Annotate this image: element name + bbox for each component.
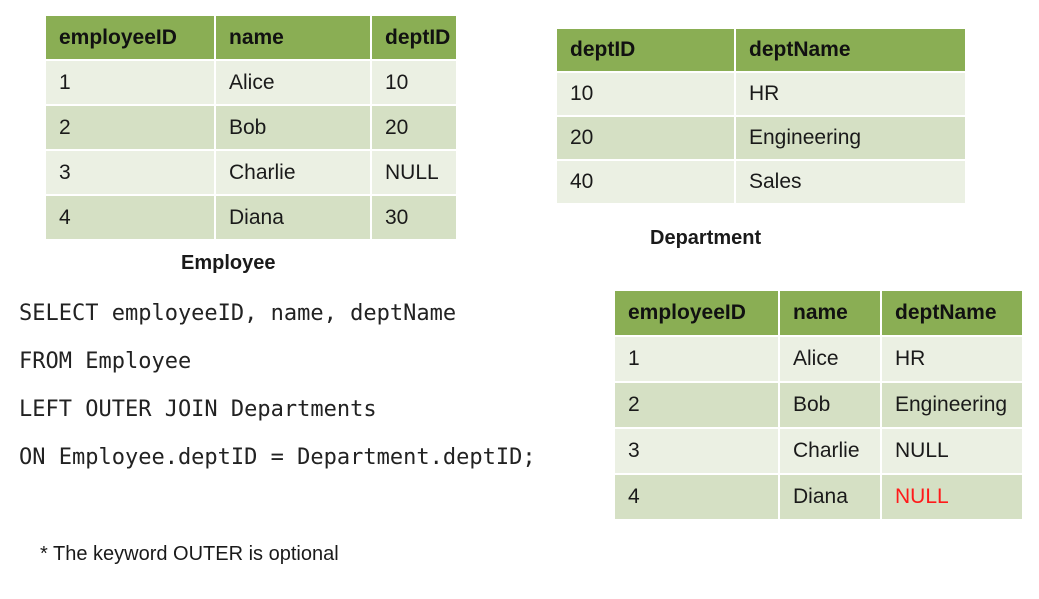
table-cell: HR <box>734 71 967 117</box>
table-cell: 4 <box>613 473 780 521</box>
column-header: deptID <box>555 27 736 73</box>
table-cell: 2 <box>613 381 780 429</box>
table-cell: Diana <box>778 473 882 521</box>
column-header: employeeID <box>613 289 780 337</box>
column-header: deptID <box>370 14 458 61</box>
department-table-caption: Department <box>650 227 762 249</box>
table-cell: 2 <box>44 104 216 151</box>
footnote: * The keyword OUTER is optional <box>40 543 339 565</box>
column-header: deptName <box>734 27 967 73</box>
table-cell: Alice <box>214 59 372 106</box>
table-cell: 10 <box>555 71 736 117</box>
table-cell: 10 <box>370 59 458 106</box>
table-row: 2 Bob Engineering <box>613 381 1024 429</box>
unmatched-null-cell: NULL <box>880 473 1024 521</box>
table-cell: Bob <box>214 104 372 151</box>
table-row: 2 Bob 20 <box>44 104 458 151</box>
table-row: 4 Diana NULL <box>613 473 1024 521</box>
table-row: 3 Charlie NULL <box>44 149 458 196</box>
table-cell: Alice <box>778 335 882 383</box>
table-cell: NULL <box>880 427 1024 475</box>
table-cell: Charlie <box>778 427 882 475</box>
table-cell: Bob <box>778 381 882 429</box>
table-cell: 40 <box>555 159 736 205</box>
table-cell: Engineering <box>880 381 1024 429</box>
table-cell: Sales <box>734 159 967 205</box>
table-cell: 1 <box>44 59 216 106</box>
employee-table-caption: Employee <box>181 252 276 274</box>
table-cell: 20 <box>555 115 736 161</box>
table-header-row: employeeID name deptName <box>613 289 1024 337</box>
table-cell: NULL <box>370 149 458 196</box>
column-header: name <box>214 14 372 61</box>
table-cell: 30 <box>370 194 458 241</box>
sql-line: ON Employee.deptID = Department.deptID; <box>19 445 536 470</box>
result-table: employeeID name deptName 1 Alice HR 2 Bo… <box>613 289 1024 521</box>
department-table: deptID deptName 10 HR 20 Engineering 40 … <box>555 27 967 205</box>
sql-line: FROM Employee <box>19 349 192 374</box>
table-header-row: employeeID name deptID <box>44 14 458 61</box>
table-cell: 1 <box>613 335 780 383</box>
table-cell: Charlie <box>214 149 372 196</box>
column-header: name <box>778 289 882 337</box>
table-row: 1 Alice HR <box>613 335 1024 383</box>
table-row: 10 HR <box>555 71 967 117</box>
table-cell: 3 <box>613 427 780 475</box>
sql-query: SELECT employeeID, name, deptName FROM E… <box>19 300 536 492</box>
table-header-row: deptID deptName <box>555 27 967 73</box>
table-cell: HR <box>880 335 1024 383</box>
table-cell: Engineering <box>734 115 967 161</box>
table-row: 1 Alice 10 <box>44 59 458 106</box>
employee-table: employeeID name deptID 1 Alice 10 2 Bob … <box>44 14 458 241</box>
table-cell: 4 <box>44 194 216 241</box>
sql-line: LEFT OUTER JOIN Departments <box>19 397 377 422</box>
table-cell: Diana <box>214 194 372 241</box>
table-cell: 20 <box>370 104 458 151</box>
column-header: employeeID <box>44 14 216 61</box>
sql-line: SELECT employeeID, name, deptName <box>19 301 457 326</box>
table-row: 20 Engineering <box>555 115 967 161</box>
table-row: 40 Sales <box>555 159 967 205</box>
table-row: 4 Diana 30 <box>44 194 458 241</box>
column-header: deptName <box>880 289 1024 337</box>
table-row: 3 Charlie NULL <box>613 427 1024 475</box>
table-cell: 3 <box>44 149 216 196</box>
